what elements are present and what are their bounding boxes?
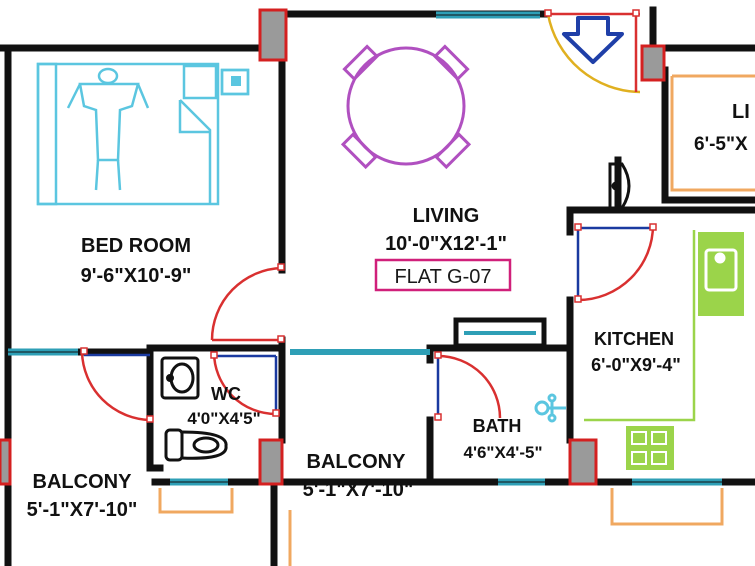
windows [8,11,722,486]
partial-room-size: 6'-5"X [694,134,748,155]
living-name: LIVING [413,205,480,227]
bath-size: 4'6"X4'-5" [463,443,542,462]
wc-icon [164,428,228,462]
columns [0,8,666,486]
washbasin-icon [160,356,200,400]
bath-name: BATH [473,416,522,436]
door-leaves [84,226,653,418]
nightstand-icon [220,68,250,96]
balcony-mid-name: BALCONY [307,451,407,473]
kitchen-sink-icon [704,248,738,292]
doors [80,224,655,422]
living-size: 10'-0"X12'-1" [385,233,507,255]
shower-icon [534,393,566,423]
balcony-mid-size: 5'-1"X7'-10" [303,479,414,501]
entry-arrow-icon [562,16,624,64]
room-labels: BED ROOM 9'-6"X10'-9" LIVING 10'-0"X12'-… [27,101,750,521]
wc-name: WC [211,384,241,404]
kitchen-name: KITCHEN [594,329,674,349]
door-hinges [80,9,657,423]
bed-icon [36,62,250,206]
dining-table-icon [340,44,472,170]
bath-window [453,317,547,349]
bedroom-name: BED ROOM [81,235,191,257]
flat-tag-box [374,258,512,292]
bedroom-size: 9'-6"X10'-9" [81,265,192,287]
partial-room-name: LI [732,101,750,123]
kitchen-size: 6'-0"X9'-4" [591,355,681,375]
entry-door [546,12,641,94]
kitchen-counter [584,230,744,422]
sink-icon [608,162,631,210]
balcony-left-name: BALCONY [33,471,133,493]
wc-size: 4'0"X4'5" [187,409,260,428]
flat-tag: FLAT G-07 [394,266,491,288]
balcony-left-size: 5'-1"X7'-10" [27,499,138,521]
hob-icon [626,426,674,470]
